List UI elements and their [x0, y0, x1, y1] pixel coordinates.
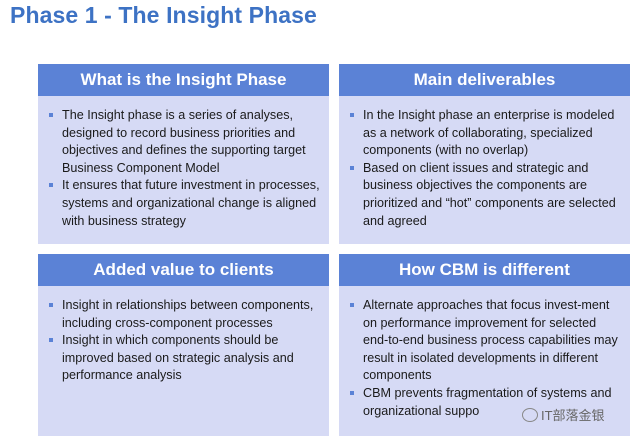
watermark-text: IT部落金银 — [541, 408, 605, 423]
panel-how-cbm-different: How CBM is different Alternate approache… — [339, 254, 630, 436]
panel-heading: Main deliverables — [339, 64, 630, 96]
bullet-item: Based on client issues and strategic and… — [350, 160, 624, 230]
bullet-list: In the Insight phase an enterprise is mo… — [339, 96, 630, 230]
bullet-item: It ensures that future investment in pro… — [49, 177, 323, 230]
bullet-item: Insight in which components should be im… — [49, 332, 323, 385]
bullet-item: In the Insight phase an enterprise is mo… — [350, 107, 624, 160]
bullet-item: Insight in relationships between compone… — [49, 297, 323, 332]
page-title: Phase 1 - The Insight Phase — [10, 2, 317, 28]
bullet-item: CBM prevents fragmentation of systems an… — [350, 385, 624, 420]
panel-main-deliverables: Main deliverables In the Insight phase a… — [339, 64, 630, 244]
watermark: IT部落金银 — [522, 405, 605, 424]
panel-added-value: Added value to clients Insight in relati… — [38, 254, 329, 436]
bullet-item: The Insight phase is a series of analyse… — [49, 107, 323, 177]
panel-what-is-insight-phase: What is the Insight Phase The Insight ph… — [38, 64, 329, 244]
bullet-item: Alternate approaches that focus invest-m… — [350, 297, 624, 385]
panel-heading: How CBM is different — [339, 254, 630, 286]
bullet-list: Alternate approaches that focus invest-m… — [339, 286, 630, 420]
panel-heading: Added value to clients — [38, 254, 329, 286]
bullet-list: Insight in relationships between compone… — [38, 286, 329, 385]
bullet-list: The Insight phase is a series of analyse… — [38, 96, 329, 230]
panel-heading: What is the Insight Phase — [38, 64, 329, 96]
wechat-icon — [522, 407, 538, 422]
